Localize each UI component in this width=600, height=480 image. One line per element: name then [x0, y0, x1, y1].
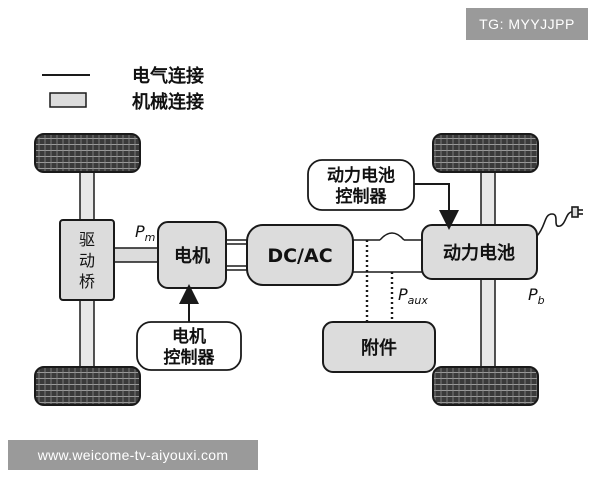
wheel-rear-left	[34, 366, 141, 406]
inverter-label: DC/AC	[267, 245, 332, 267]
wheel-rear-right	[432, 366, 539, 406]
battery-controller-label-2: 控制器	[336, 186, 388, 207]
mechanical-link-axle-motor	[113, 247, 161, 263]
motor-controller-label-2: 控制器	[164, 347, 216, 368]
auxiliary-box	[322, 321, 436, 373]
legend-mechanical-label: 机械连接	[132, 91, 204, 113]
legend-electrical-label: 电气连接	[132, 65, 204, 87]
battery-controller-label-1: 动力电池	[327, 165, 395, 186]
drive-axle-label-2: 动	[79, 251, 95, 270]
motor-label: 电机	[174, 245, 210, 267]
charging-plug-icon	[536, 206, 583, 237]
battery-power-label: Pb	[528, 285, 545, 307]
battery-box	[421, 224, 538, 280]
electrical-bus-inverter-battery	[353, 232, 422, 273]
inverter-box	[246, 224, 354, 286]
auxiliary-branch-lines	[365, 240, 394, 322]
auxiliary-label: 附件	[361, 337, 397, 359]
legend: 电气连接 机械连接	[42, 65, 204, 113]
auxiliary-power-label: Paux	[398, 285, 428, 307]
watermark-top-right: TG: MYYJJPP	[466, 8, 588, 40]
drive-axle-label-3: 桥	[79, 272, 95, 291]
wheel-front-left	[34, 133, 141, 173]
motor-controller-label-1: 电机	[172, 326, 206, 347]
electrical-link-motor-inverter	[226, 239, 247, 271]
drive-axle-box	[59, 219, 115, 301]
legend-mechanical-swatch	[49, 92, 87, 108]
wheel-front-right	[432, 133, 539, 173]
battery-label: 动力电池	[443, 242, 515, 264]
drive-axle-label-1: 驱	[79, 230, 95, 249]
battery-controller-arrow	[414, 183, 459, 230]
watermark-bottom-left: www.weicome-tv-aiyouxi.com	[8, 440, 258, 470]
mechanical-power-label: Pm	[135, 222, 155, 244]
